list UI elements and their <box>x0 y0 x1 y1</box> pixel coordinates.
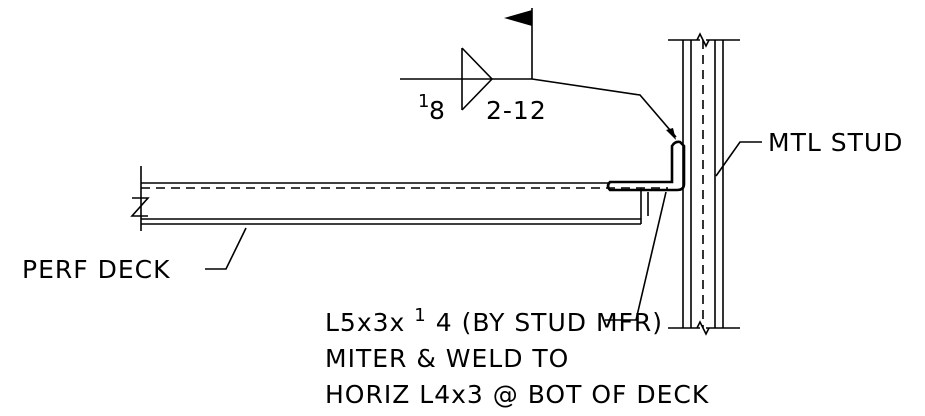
weld-size-numerator: 1 <box>418 91 429 112</box>
field-weld-flag-icon <box>504 10 532 26</box>
metal-stud <box>668 32 740 336</box>
steel-angle <box>606 140 686 192</box>
angle-leader <box>605 191 667 321</box>
angle-label-line3: HORIZ L4x3 @ BOT OF DECK <box>325 380 709 409</box>
perf-deck-label: PERF DECK <box>22 255 170 284</box>
angle-label-size: L5x3x <box>325 308 405 337</box>
weld-length-pitch: 2-12 <box>486 96 547 125</box>
angle-label-by: (BY STUD MFR) <box>462 308 663 337</box>
weld-symbol <box>400 8 677 140</box>
perf-deck-leader <box>205 227 247 270</box>
angle-label-thick-num: 1 <box>414 305 426 326</box>
angle-label-thick-den: 4 <box>436 308 453 337</box>
mtl-stud-label: MTL STUD <box>768 128 903 157</box>
perf-deck <box>130 166 668 231</box>
angle-label-line1: L5x3x 1 4 (BY STUD MFR) <box>325 298 663 337</box>
weld-size-denominator: 8 <box>429 96 446 125</box>
mtl-stud-leader <box>715 141 762 177</box>
angle-label-line2: MITER & WELD TO <box>325 344 569 373</box>
